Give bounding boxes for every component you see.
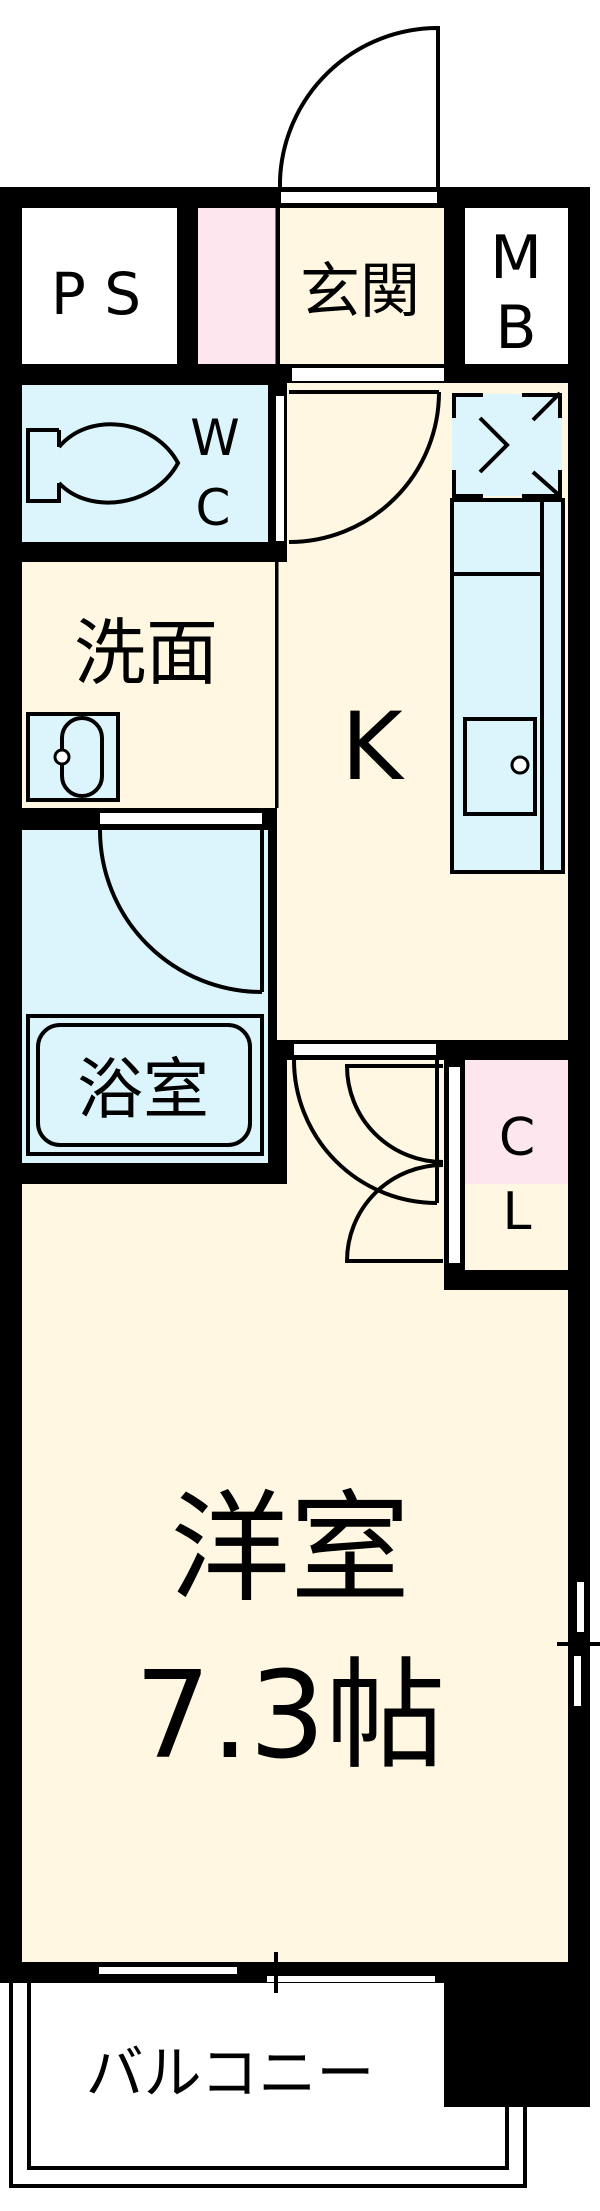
genkan-inner-door[interactable]: [288, 390, 441, 544]
closet-label-c: C: [499, 1108, 535, 1168]
outdoor-unit-block: [444, 1962, 590, 2107]
entrance-opening: [281, 192, 437, 203]
washbasin-icon: [26, 712, 120, 802]
ps-label: P S: [51, 260, 141, 328]
genkan-step: [292, 368, 444, 381]
room-wc: [22, 385, 268, 542]
kitchen-hall-link: [277, 562, 289, 1040]
wc-door-slot[interactable]: [274, 394, 286, 543]
western-room-label: 洋室: [170, 1480, 410, 1619]
closet-bottom-wall: [444, 1270, 590, 1290]
room-western: [22, 1184, 568, 1962]
genkan-label: 玄関: [300, 257, 420, 327]
balcony-label: バルコニー: [86, 2039, 375, 2107]
closet-door-slot[interactable]: [449, 1067, 460, 1263]
bath-label: 浴室: [77, 1051, 209, 1128]
balcony-railing: [9, 1983, 527, 2188]
room-ps: [22, 208, 177, 364]
toilet-icon: [26, 422, 181, 505]
mb-label-m: M: [490, 223, 542, 293]
bath-door[interactable]: [98, 829, 264, 994]
bathtub-icon: [26, 1014, 264, 1156]
kitchen-counter: [450, 498, 565, 874]
bath-door-slot[interactable]: [100, 813, 262, 824]
room-western-right: [444, 1290, 568, 1310]
closet-label-l: L: [503, 1182, 532, 1242]
room-bath: [22, 830, 268, 1163]
entrance-door[interactable]: [278, 25, 440, 190]
mb-label-b: B: [495, 293, 536, 363]
western-room-size: 7.3帖: [135, 1647, 446, 1786]
hall-door-opening: [294, 1044, 436, 1055]
balcony-sliding-window[interactable]: [99, 1952, 435, 1993]
wc-label-c: C: [196, 479, 231, 537]
room-mb: [465, 208, 568, 364]
side-window[interactable]: [557, 1582, 600, 1706]
closet-doors[interactable]: [344, 1064, 444, 1263]
washroom-label: 洗面: [74, 611, 218, 695]
western-room-door[interactable]: [292, 1059, 439, 1205]
kitchen-label: K: [341, 693, 405, 802]
wc-label-w: W: [190, 409, 239, 467]
shoe-storage: [198, 208, 276, 364]
washing-machine-space: [452, 391, 562, 498]
room-genkan: [280, 208, 444, 364]
